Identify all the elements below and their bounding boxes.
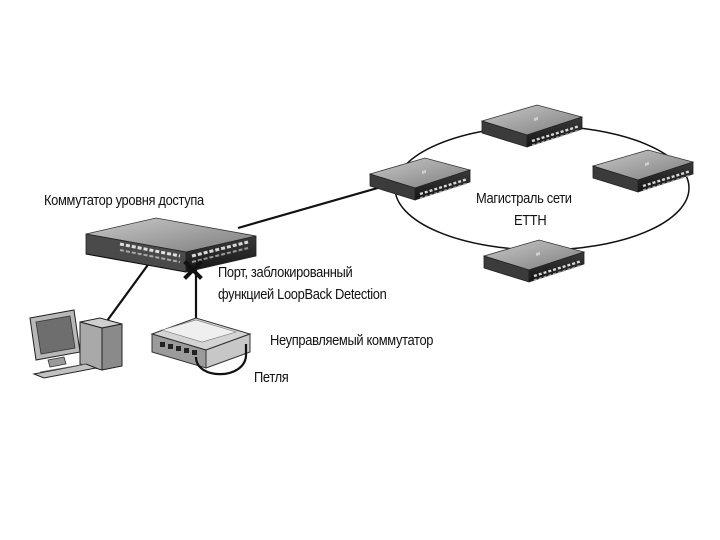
- pc-link-line: [103, 261, 151, 326]
- computer-icon: [29, 309, 123, 379]
- backbone-switch-left: [368, 156, 472, 202]
- backbone-switch-top: [480, 103, 584, 149]
- access-switch: [85, 217, 257, 273]
- blocked-port-label-line1: Порт, заблокированный: [218, 264, 353, 281]
- backbone-label-line2: ETTH: [514, 212, 547, 229]
- backbone-switch-bottom: [482, 238, 586, 284]
- blocked-port-x-icon: [183, 260, 203, 280]
- backbone-label-line1: Магистраль сети: [476, 190, 572, 207]
- unmanaged-switch-label: Неуправляемый коммутатор: [270, 332, 434, 349]
- access-switch-label: Коммутатор уровня доступа: [44, 192, 204, 209]
- blocked-port-label-line2: функцией LoopBack Detection: [218, 286, 387, 303]
- unmanaged-switch: [150, 317, 252, 369]
- uplink-line: [237, 183, 389, 230]
- loop-cable: [194, 344, 248, 376]
- backbone-switch-right: [591, 148, 695, 194]
- loop-label: Петля: [254, 369, 289, 386]
